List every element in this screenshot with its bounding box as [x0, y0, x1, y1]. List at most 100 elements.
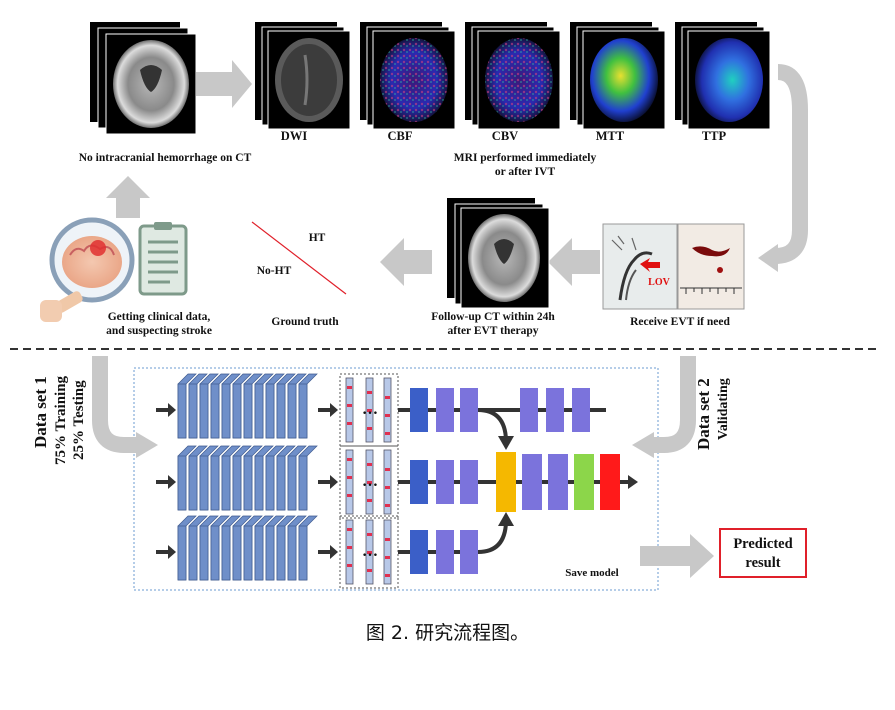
conv-face-2-1: [188, 525, 198, 581]
conv-face-2-3: [210, 525, 220, 581]
ct-scan-stack: [90, 22, 197, 135]
conv-face-0-0: [177, 383, 187, 439]
conv-face-1-1: [188, 455, 198, 511]
modality-label-mtt: MTT: [595, 129, 625, 143]
conv-face-2-0: [177, 525, 187, 581]
feature-vector-1-2: [383, 449, 392, 515]
conv-face-1-11: [298, 455, 308, 511]
conv-face-1-5: [232, 455, 242, 511]
feature-vector-1-0: [345, 449, 354, 515]
conv-face-2-2: [199, 525, 209, 581]
row1-block-2: [574, 454, 594, 510]
clinical-illustration: [40, 217, 188, 322]
arrow-evt-to-followup: [548, 238, 600, 286]
merge-head-top: [498, 436, 514, 450]
conv-face-0-5: [232, 383, 242, 439]
ellipsis-2: …: [362, 543, 378, 560]
feature-vector-0-2: [383, 377, 392, 443]
ground-truth-divider: [251, 221, 347, 295]
row1-block-3: [600, 454, 620, 510]
conv-face-2-6: [243, 525, 253, 581]
conv-face-2-11: [298, 525, 308, 581]
dwi-scan-stack: [255, 22, 351, 130]
dataset2-title: Data set 2: [694, 378, 713, 450]
modality-label-dwi: DWI: [280, 129, 308, 143]
predicted-result-box: Predicted result: [719, 528, 807, 578]
no-ht-label: No-HT: [256, 265, 292, 277]
concat-layer: [496, 452, 516, 512]
conv-face-2-8: [265, 525, 275, 581]
feature-mark-2-1-1: [367, 551, 372, 554]
dense-c-0: [460, 388, 478, 432]
conv-face-1-2: [199, 455, 209, 511]
feature-mark-0-1-1: [367, 409, 372, 412]
arrow-dataset2: [652, 356, 696, 453]
dense-a-0: [410, 388, 428, 432]
row1-block-0: [522, 454, 542, 510]
feature-mark-0-0-2: [347, 422, 352, 425]
merge-curve-top: [477, 408, 508, 441]
evt-label: Receive EVT if need: [630, 316, 730, 328]
input-arrow-2-head: [168, 545, 176, 559]
dataset1-train: 75% Training: [53, 375, 69, 465]
feature-mark-1-1-0: [367, 463, 372, 466]
dataset1-test: 25% Testing: [71, 380, 87, 460]
feature-mark-1-0-2: [347, 494, 352, 497]
feature-mark-2-1-2: [367, 569, 372, 572]
conv-face-1-7: [254, 455, 264, 511]
conv-face-0-3: [210, 383, 220, 439]
feature-mark-0-2-0: [385, 396, 390, 399]
mri-note-line1: MRI performed immediately: [453, 152, 597, 164]
ellipsis-1: …: [362, 473, 378, 490]
feature-mark-2-1-0: [367, 533, 372, 536]
dense-a-2: [410, 530, 428, 574]
conv-face-2-10: [287, 525, 297, 581]
feature-arrow-0-head: [330, 403, 338, 417]
conv-face-2-7: [254, 525, 264, 581]
arrow-clinical-to-ct: [106, 176, 150, 218]
dense-a-1: [410, 460, 428, 504]
modality-label-cbf: CBF: [387, 129, 413, 143]
arrow-dataset1: [92, 356, 138, 453]
merge-head-bottom: [498, 512, 514, 526]
conv-face-1-8: [265, 455, 275, 511]
mri-note-line2: or after IVT: [494, 166, 556, 178]
feature-mark-2-0-0: [347, 528, 352, 531]
row0-dense-d: [520, 388, 538, 432]
ttp-scan-stack: [675, 22, 771, 130]
figure-caption: 图 2. 研究流程图。: [365, 622, 530, 644]
feature-vector-0-0: [345, 377, 354, 443]
conv-face-2-5: [232, 525, 242, 581]
cnn-architecture: ………: [156, 373, 638, 589]
arrow-followup-to-groundtruth: [380, 238, 432, 286]
feature-vector-2-0: [345, 519, 354, 585]
dataset1-title: Data set 1: [31, 376, 50, 448]
feature-mark-1-2-1: [385, 486, 390, 489]
conv-face-0-2: [199, 383, 209, 439]
save-model-label: Save model: [565, 567, 619, 579]
dense-c-2: [460, 530, 478, 574]
clinical-label-line1: Getting clinical data,: [107, 311, 211, 323]
feature-mark-2-0-2: [347, 564, 352, 567]
row1-block-1: [548, 454, 568, 510]
conv-face-1-3: [210, 455, 220, 511]
lov-label: LOV: [648, 277, 670, 288]
feature-mark-0-1-0: [367, 391, 372, 394]
feature-arrow-2-head: [330, 545, 338, 559]
feature-mark-1-1-1: [367, 481, 372, 484]
dense-b-2: [436, 530, 454, 574]
dense-b-1: [436, 460, 454, 504]
conv-face-0-9: [276, 383, 286, 439]
conv-face-0-10: [287, 383, 297, 439]
evt-images: [602, 223, 745, 310]
feature-mark-2-2-2: [385, 574, 390, 577]
cbf-scan-stack: [360, 22, 456, 130]
followup-label-line2: after EVT therapy: [447, 325, 539, 337]
feature-mark-2-0-1: [347, 546, 352, 549]
mtt-scan-stack: [570, 22, 666, 130]
followup-label-line1: Follow-up CT within 24h: [431, 311, 555, 323]
conv-face-1-9: [276, 455, 286, 511]
modality-label-cbv: CBV: [491, 129, 519, 143]
followup-ct-stack: [447, 198, 550, 309]
feature-mark-1-2-0: [385, 468, 390, 471]
